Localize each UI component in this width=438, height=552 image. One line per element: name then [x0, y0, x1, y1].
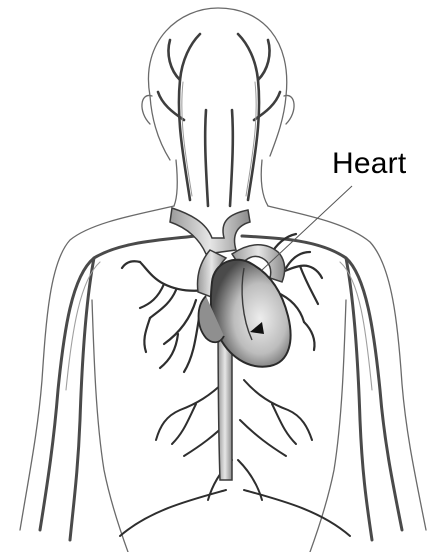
abdominal-vessels — [120, 380, 350, 536]
lung-vessels-left — [122, 261, 206, 372]
heart-label: Heart — [332, 147, 406, 181]
heart-leader-line — [262, 186, 352, 270]
